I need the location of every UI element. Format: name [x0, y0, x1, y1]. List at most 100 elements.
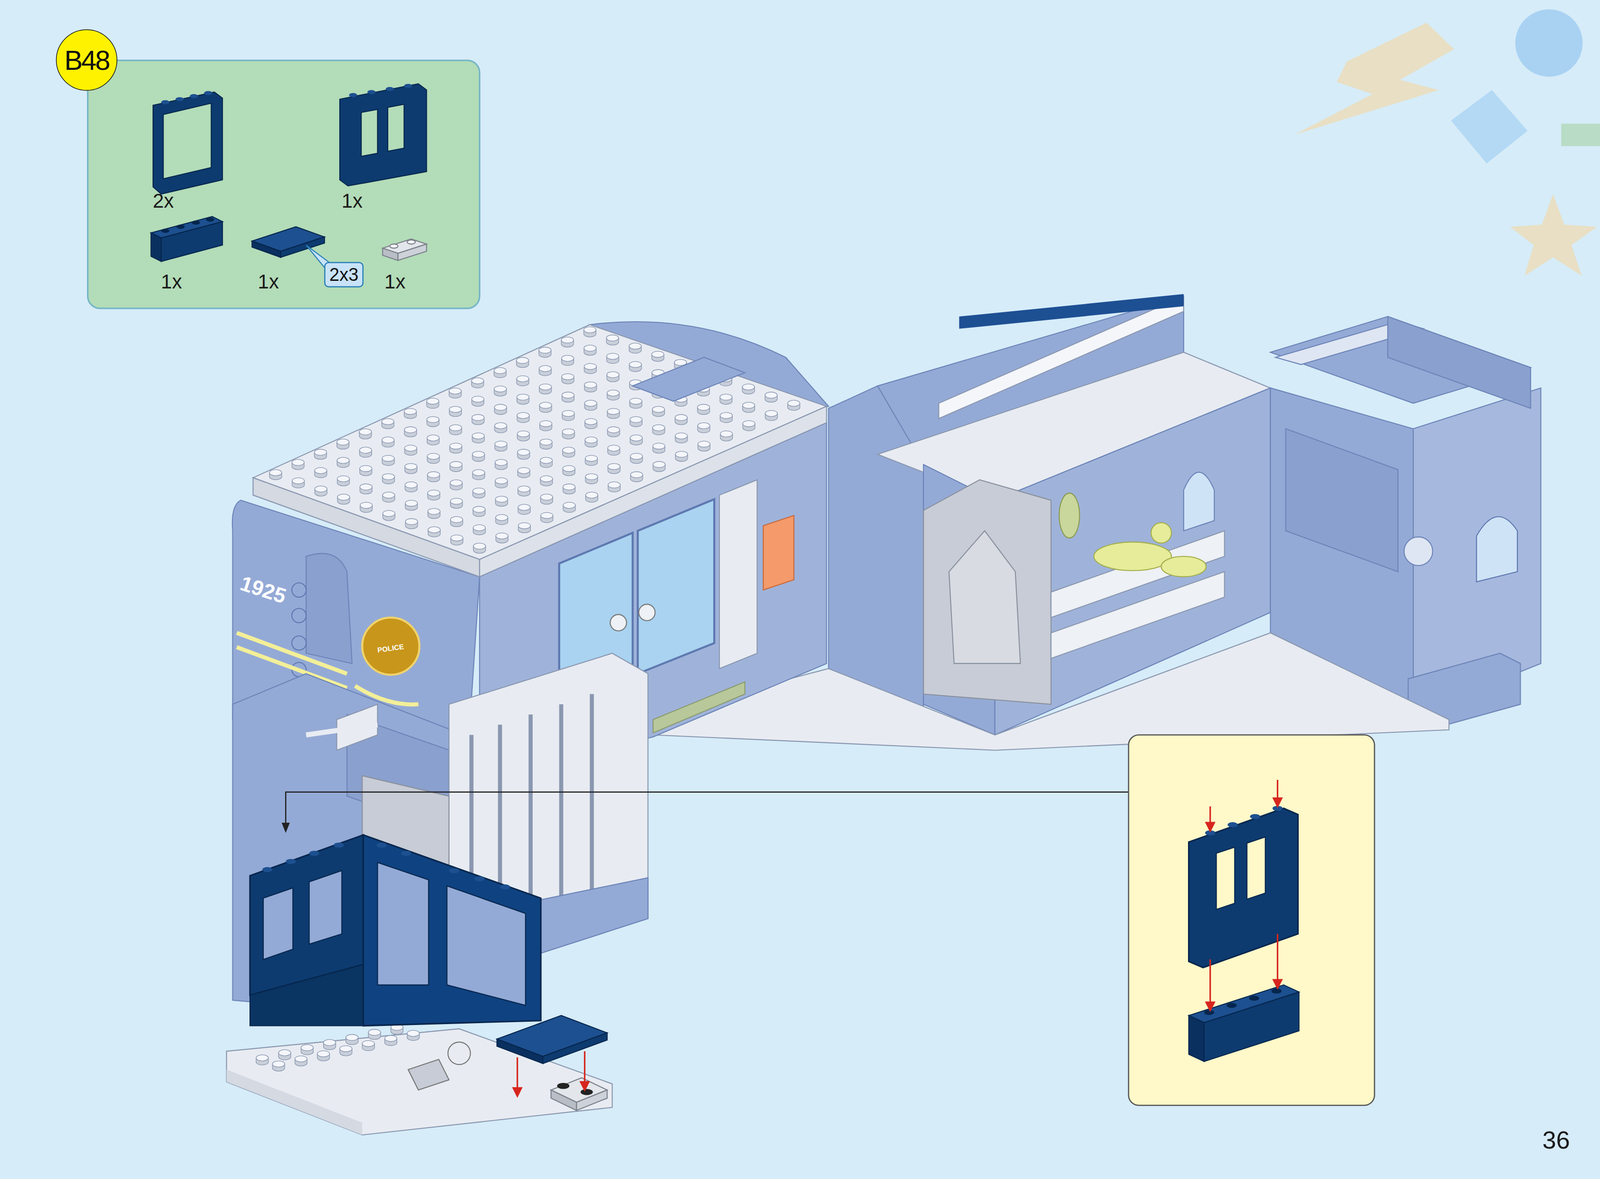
stud	[675, 432, 688, 443]
stud	[516, 375, 529, 386]
quantity: 1x	[341, 191, 363, 211]
decorations	[1293, 9, 1600, 276]
stud	[449, 424, 462, 435]
stud	[742, 402, 756, 412]
stud	[652, 406, 665, 417]
stud	[450, 479, 463, 490]
stud	[584, 455, 598, 466]
stud	[359, 428, 372, 439]
stud	[583, 326, 596, 337]
stud	[427, 453, 440, 464]
stud	[494, 404, 507, 415]
stud	[607, 426, 620, 437]
stud	[584, 418, 598, 429]
stud	[517, 431, 530, 441]
stud	[629, 343, 642, 354]
stud	[426, 416, 440, 427]
stud	[495, 532, 508, 543]
stud	[323, 1039, 336, 1050]
stud	[630, 471, 643, 482]
stud	[584, 382, 597, 393]
stud	[563, 502, 576, 513]
stud	[471, 396, 485, 407]
stud	[450, 516, 463, 527]
stud	[336, 457, 350, 468]
stud	[607, 408, 620, 419]
parts-panel	[87, 60, 480, 309]
stud	[362, 1040, 375, 1051]
stud	[336, 439, 350, 450]
stud	[494, 367, 507, 378]
stud	[404, 408, 417, 419]
stud	[317, 1050, 330, 1061]
stud	[494, 422, 508, 433]
stud	[742, 383, 755, 394]
stud	[382, 491, 395, 502]
stud	[697, 422, 710, 433]
stud	[337, 494, 350, 505]
stud	[450, 461, 463, 472]
stud	[449, 442, 462, 453]
stud	[495, 496, 508, 507]
stud	[651, 351, 664, 362]
stud	[540, 512, 554, 523]
stud	[540, 494, 553, 505]
stud	[472, 451, 485, 462]
stud	[561, 373, 575, 384]
stud	[517, 393, 530, 404]
stud	[787, 400, 801, 411]
stud	[495, 514, 508, 525]
stud	[607, 463, 621, 474]
stud	[472, 506, 486, 517]
stud	[359, 465, 373, 476]
stud	[404, 445, 417, 456]
stud	[517, 504, 531, 515]
stud	[584, 344, 597, 355]
quantity: 1x	[384, 271, 406, 292]
stud	[765, 410, 778, 421]
stud	[314, 486, 327, 497]
stud	[300, 1044, 314, 1055]
step-label: B48	[64, 46, 109, 75]
stud	[390, 1024, 403, 1035]
step-number: B48	[55, 28, 118, 92]
stud	[585, 491, 598, 502]
stud	[517, 449, 530, 460]
stud	[473, 543, 486, 554]
stud	[607, 445, 621, 456]
stud	[538, 365, 552, 376]
stud	[382, 473, 395, 484]
stud	[256, 1054, 269, 1065]
stud	[517, 412, 530, 423]
stud	[539, 439, 553, 450]
quantity: 1x	[161, 271, 183, 292]
stud	[472, 432, 485, 443]
stud	[630, 453, 643, 464]
stud	[291, 459, 305, 470]
stud	[494, 440, 508, 451]
stud	[518, 522, 531, 533]
page-number: 36	[1542, 1127, 1571, 1153]
stud	[561, 355, 575, 366]
stud	[562, 410, 575, 421]
stud	[381, 418, 394, 429]
stud	[540, 457, 553, 468]
stud	[407, 1030, 420, 1041]
stud	[495, 477, 508, 488]
front-section	[226, 653, 649, 1136]
stud	[561, 336, 574, 347]
stud	[471, 377, 484, 388]
stud	[427, 508, 441, 519]
stud	[606, 390, 620, 401]
stud	[472, 469, 485, 480]
stud	[269, 469, 282, 480]
police-badge	[362, 617, 420, 675]
stud	[473, 524, 486, 535]
stud	[720, 431, 733, 441]
stud	[539, 402, 552, 412]
leader-line	[281, 792, 1129, 834]
stud	[584, 363, 597, 374]
stud	[584, 400, 597, 411]
stud	[539, 420, 553, 431]
